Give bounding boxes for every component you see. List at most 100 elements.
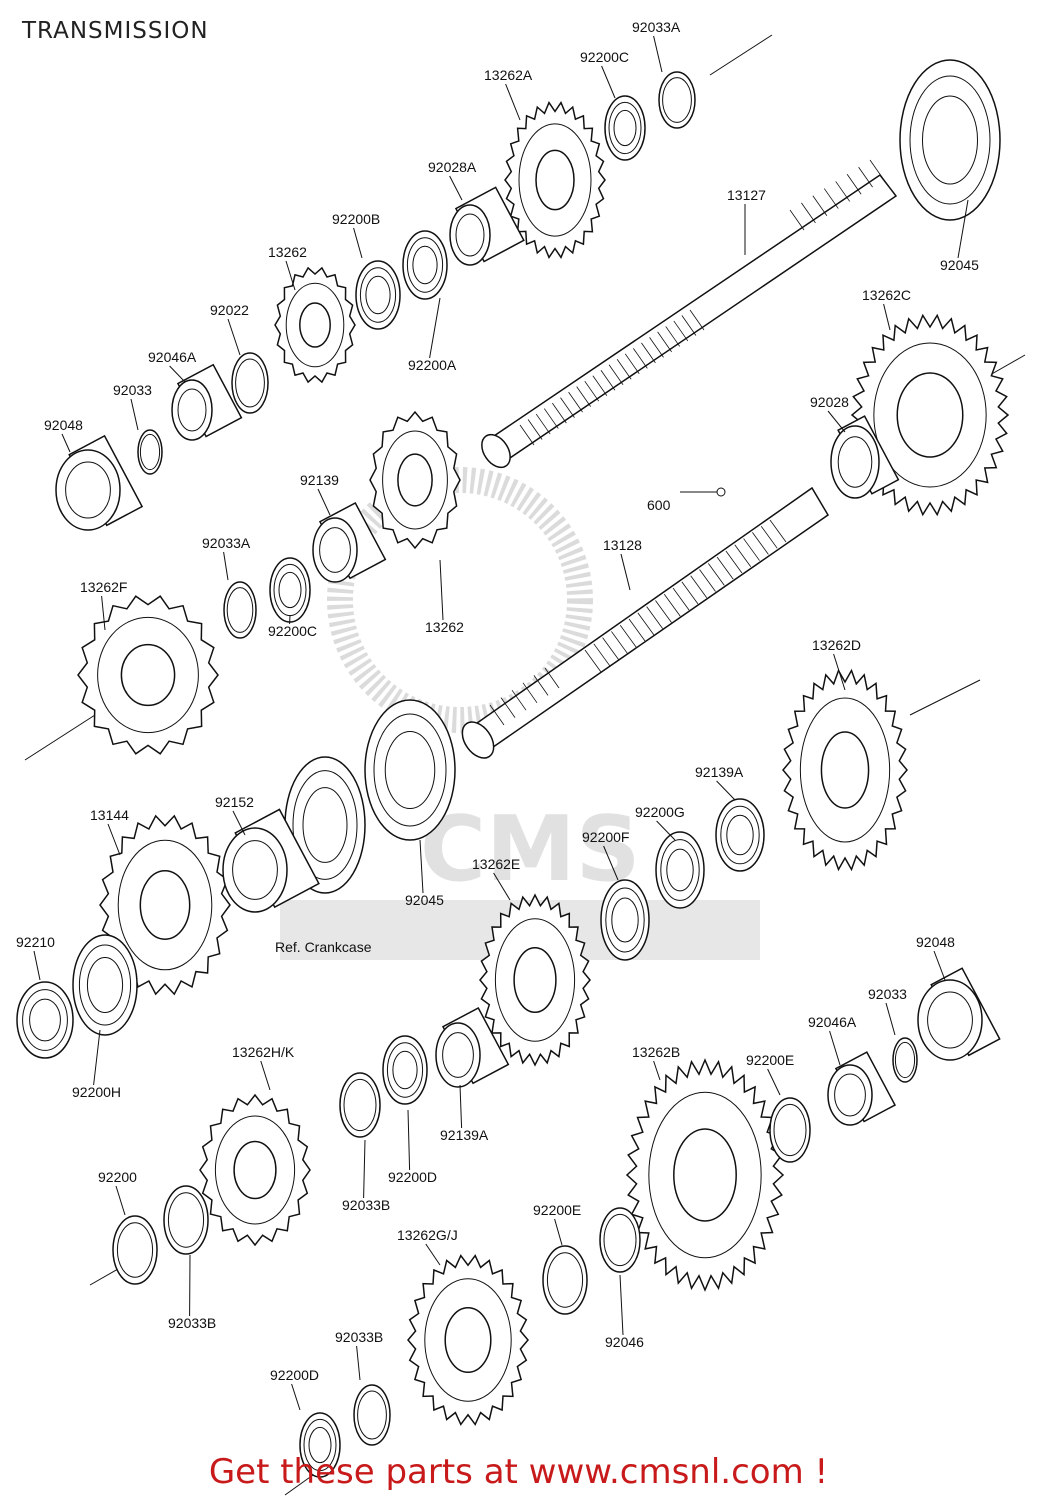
part-label[interactable]: 92046A [808, 1014, 857, 1030]
gear-13262F [77, 595, 219, 755]
bearing-92045-top [899, 59, 1001, 221]
axis-line-right [989, 354, 1026, 376]
washer-92200H [72, 934, 138, 1036]
part-label[interactable]: 92033 [868, 986, 907, 1002]
washer-92200E-upper [769, 1097, 811, 1163]
gear-13144 [99, 814, 231, 996]
part-label[interactable]: 92200F [582, 829, 629, 845]
part-label[interactable]: 92033 [113, 382, 152, 398]
bushing-92028 [830, 415, 900, 499]
part-label[interactable]: 92200A [408, 357, 457, 373]
part-label[interactable]: 92033B [335, 1329, 383, 1345]
part-label[interactable]: 13144 [90, 807, 129, 823]
part-label[interactable]: 92200G [635, 804, 685, 820]
gear-13262D [782, 668, 908, 872]
gear-13262 [274, 266, 356, 384]
axis-line-top [709, 34, 773, 76]
part-label[interactable]: 13262 [268, 244, 307, 260]
part-label[interactable]: 13262G/J [397, 1227, 458, 1243]
gear-13262E [479, 893, 591, 1067]
washer-92200A [402, 230, 448, 300]
part-label[interactable]: 92210 [16, 934, 55, 950]
part-label[interactable]: 13262B [632, 1044, 680, 1060]
part-labels: 92033A92200C13262A92028A92200B1326292022… [16, 19, 979, 1383]
gear-13262A [504, 101, 606, 259]
needle-bearing-92046A-lower [827, 1051, 897, 1126]
circlip-92033A [223, 581, 257, 639]
washer-92200D-lower [299, 1412, 341, 1478]
part-label[interactable]: 92048 [916, 934, 955, 950]
part-label[interactable]: 13128 [603, 537, 642, 553]
bearing-92045 [364, 699, 456, 841]
part-label[interactable]: 13262A [484, 67, 533, 83]
part-label[interactable]: 92028A [428, 159, 477, 175]
axis-line-left [24, 714, 96, 761]
part-label[interactable]: 92200D [270, 1367, 319, 1383]
gears-group [77, 101, 1010, 1426]
diagram-title: TRANSMISSION [22, 18, 209, 44]
part-label[interactable]: 13262H/K [232, 1044, 295, 1060]
part-label[interactable]: 92200C [580, 49, 629, 65]
part-label[interactable]: 92200D [388, 1169, 437, 1185]
part-label[interactable]: 13127 [727, 187, 766, 203]
shaft-13128 [461, 486, 830, 759]
part-label[interactable]: 13262E [472, 856, 520, 872]
part-label[interactable]: 92200E [533, 1202, 581, 1218]
part-label[interactable]: 92022 [210, 302, 249, 318]
ref-crankcase-note: Ref. Crankcase [275, 939, 372, 955]
part-label[interactable]: 13262F [80, 579, 127, 595]
collar-92048-lower [917, 967, 1001, 1061]
part-label[interactable]: 92200B [332, 211, 380, 227]
part-label[interactable]: 92200C [268, 623, 317, 639]
part-label[interactable]: 92048 [44, 417, 83, 433]
shaft-13127 [481, 159, 898, 469]
washer-92200F [600, 879, 650, 961]
washer-92200C-top [604, 95, 646, 161]
part-label[interactable]: 92200 [98, 1169, 137, 1185]
part-label[interactable]: 92046 [605, 1334, 644, 1350]
bushing-92028A [449, 186, 525, 266]
part-600-marker [716, 487, 726, 497]
gear-13262HK [199, 1093, 311, 1247]
gear-13262GJ [407, 1254, 529, 1426]
part-label[interactable]: 600 [647, 497, 671, 513]
washer-92200E-lower [542, 1245, 588, 1315]
part-label[interactable]: 92033A [632, 19, 681, 35]
part-label[interactable]: 92152 [215, 794, 254, 810]
part-label[interactable]: 13262C [862, 287, 911, 303]
washer-92200G [655, 831, 705, 909]
circlip-92033B-left [163, 1185, 209, 1255]
part-label[interactable]: 92028 [810, 394, 849, 410]
circlip-92033B-upper [339, 1072, 381, 1138]
part-label[interactable]: 92139A [695, 764, 744, 780]
part-label[interactable]: 92033A [202, 535, 251, 551]
part-label[interactable]: 92045 [405, 892, 444, 908]
part-label[interactable]: 92033B [342, 1197, 390, 1213]
part-label[interactable]: 13262 [425, 619, 464, 635]
washer-92200B [355, 260, 401, 330]
promo-banner[interactable]: Get these parts at www.cmsnl.com ! [208, 1452, 829, 1492]
part-label[interactable]: 92033B [168, 1315, 216, 1331]
washer-92200C [269, 557, 311, 623]
needle-bearing-92046A [171, 363, 243, 441]
gear-13262B [625, 1058, 785, 1292]
needle-bearing-92046 [599, 1207, 641, 1273]
circlip-92033A-top [658, 71, 696, 129]
part-label[interactable]: 13262D [812, 637, 861, 653]
part-label[interactable]: 92045 [940, 257, 979, 273]
leader-lines [33, 35, 969, 1411]
circlip-92033 [137, 429, 163, 475]
part-label[interactable]: 92200H [72, 1084, 121, 1100]
axis-line-right-2 [909, 679, 981, 716]
bushing-92139A-lower [435, 1006, 510, 1088]
part-label[interactable]: 92200E [746, 1052, 794, 1068]
collar-92048 [55, 434, 144, 531]
part-label[interactable]: 92139 [300, 472, 339, 488]
circlip-92033B-lower [353, 1384, 391, 1446]
washer-92200D-upper [382, 1035, 428, 1105]
washer-92200 [112, 1215, 158, 1285]
washer-92022 [231, 352, 269, 414]
part-label[interactable]: 92046A [148, 349, 197, 365]
part-label[interactable]: 92139A [440, 1127, 489, 1143]
